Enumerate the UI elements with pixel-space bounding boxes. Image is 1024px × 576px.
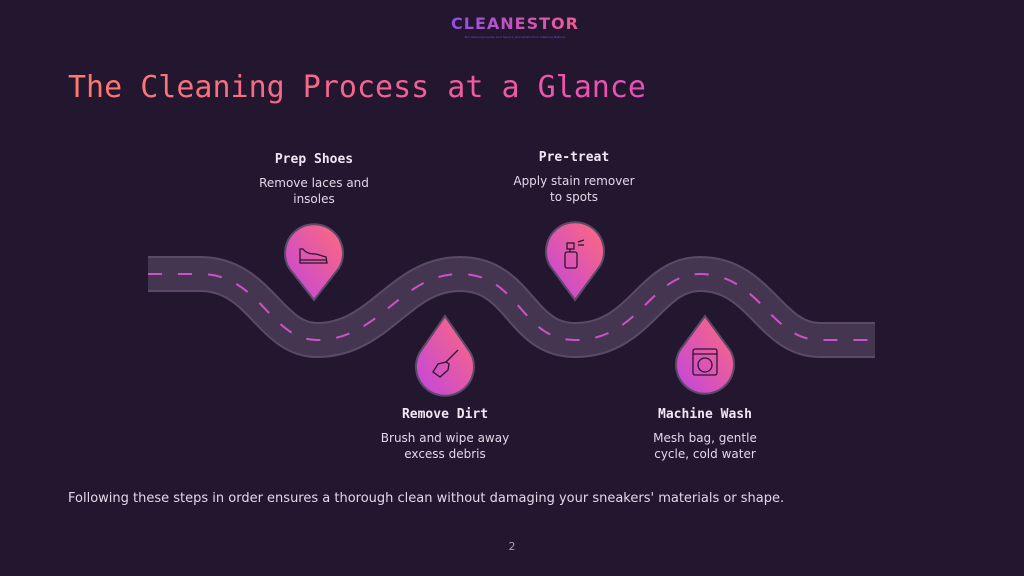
step-title: Machine Wash bbox=[658, 407, 752, 422]
step-remove-dirt: Remove Dirt Brush and wipe away excess d… bbox=[365, 407, 525, 462]
pin-pre-treat bbox=[545, 221, 605, 302]
broom-icon bbox=[432, 349, 459, 378]
step-machine-wash: Machine Wash Mesh bag, gentle cycle, col… bbox=[625, 407, 785, 462]
spray-bottle-icon bbox=[564, 239, 585, 269]
page-title: The Cleaning Process at a Glance bbox=[68, 70, 646, 105]
pin-machine-wash bbox=[675, 314, 735, 395]
footer-note: Following these steps in order ensures a… bbox=[68, 491, 785, 506]
step-description: Apply stain remover to spots bbox=[513, 174, 635, 204]
step-title: Pre-treat bbox=[538, 150, 610, 165]
page-number: 2 bbox=[508, 540, 516, 553]
pin-remove-dirt bbox=[415, 314, 475, 397]
road-lane-dashes bbox=[148, 272, 875, 342]
step-description: Mesh bag, gentle cycle, cold water bbox=[653, 431, 757, 461]
logo-tagline: Pro Cleaning Guides And Service Journali… bbox=[464, 35, 566, 39]
logo: CLEANESTOR Pro Cleaning Guides And Servi… bbox=[440, 14, 590, 39]
step-description: Brush and wipe away excess debris bbox=[380, 431, 510, 461]
step-title: Prep Shoes bbox=[274, 152, 354, 167]
pin-prep-shoes bbox=[284, 223, 344, 302]
sneaker-icon bbox=[299, 248, 328, 264]
road bbox=[148, 255, 875, 359]
step-prep-shoes: Prep Shoes Remove laces and insoles bbox=[234, 152, 394, 207]
logo-name: CLEANESTOR bbox=[440, 14, 590, 33]
step-description: Remove laces and insoles bbox=[259, 176, 369, 206]
step-pre-treat: Pre-treat Apply stain remover to spots bbox=[494, 150, 654, 205]
step-title: Remove Dirt bbox=[401, 407, 489, 422]
washing-machine-icon bbox=[692, 348, 718, 376]
